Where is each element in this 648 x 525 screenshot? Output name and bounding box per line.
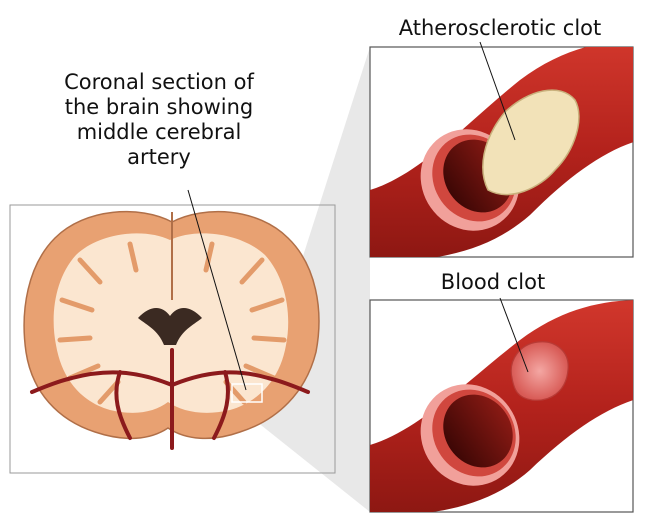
blood-clot-pointer	[499, 297, 529, 373]
atherosclerotic-vessel	[370, 47, 633, 257]
brain-panel-frame	[9, 204, 336, 474]
cerebral-arteries	[30, 348, 310, 450]
artery-highlight-box	[231, 383, 263, 403]
blood-clot-vessel	[370, 300, 633, 512]
lateral-ventricles	[138, 307, 202, 345]
brain-coronal-section	[23, 210, 320, 450]
blood-clot-label: Blood clot	[440, 270, 546, 294]
atherosclerotic-pointer	[479, 41, 516, 141]
brain-section-label: Coronal section of the brain showing mid…	[64, 70, 254, 169]
brain-label-pointer	[187, 189, 247, 391]
atherosclerotic-clot-label: Atherosclerotic clot	[398, 16, 602, 40]
blood-clot-mass	[510, 341, 569, 401]
